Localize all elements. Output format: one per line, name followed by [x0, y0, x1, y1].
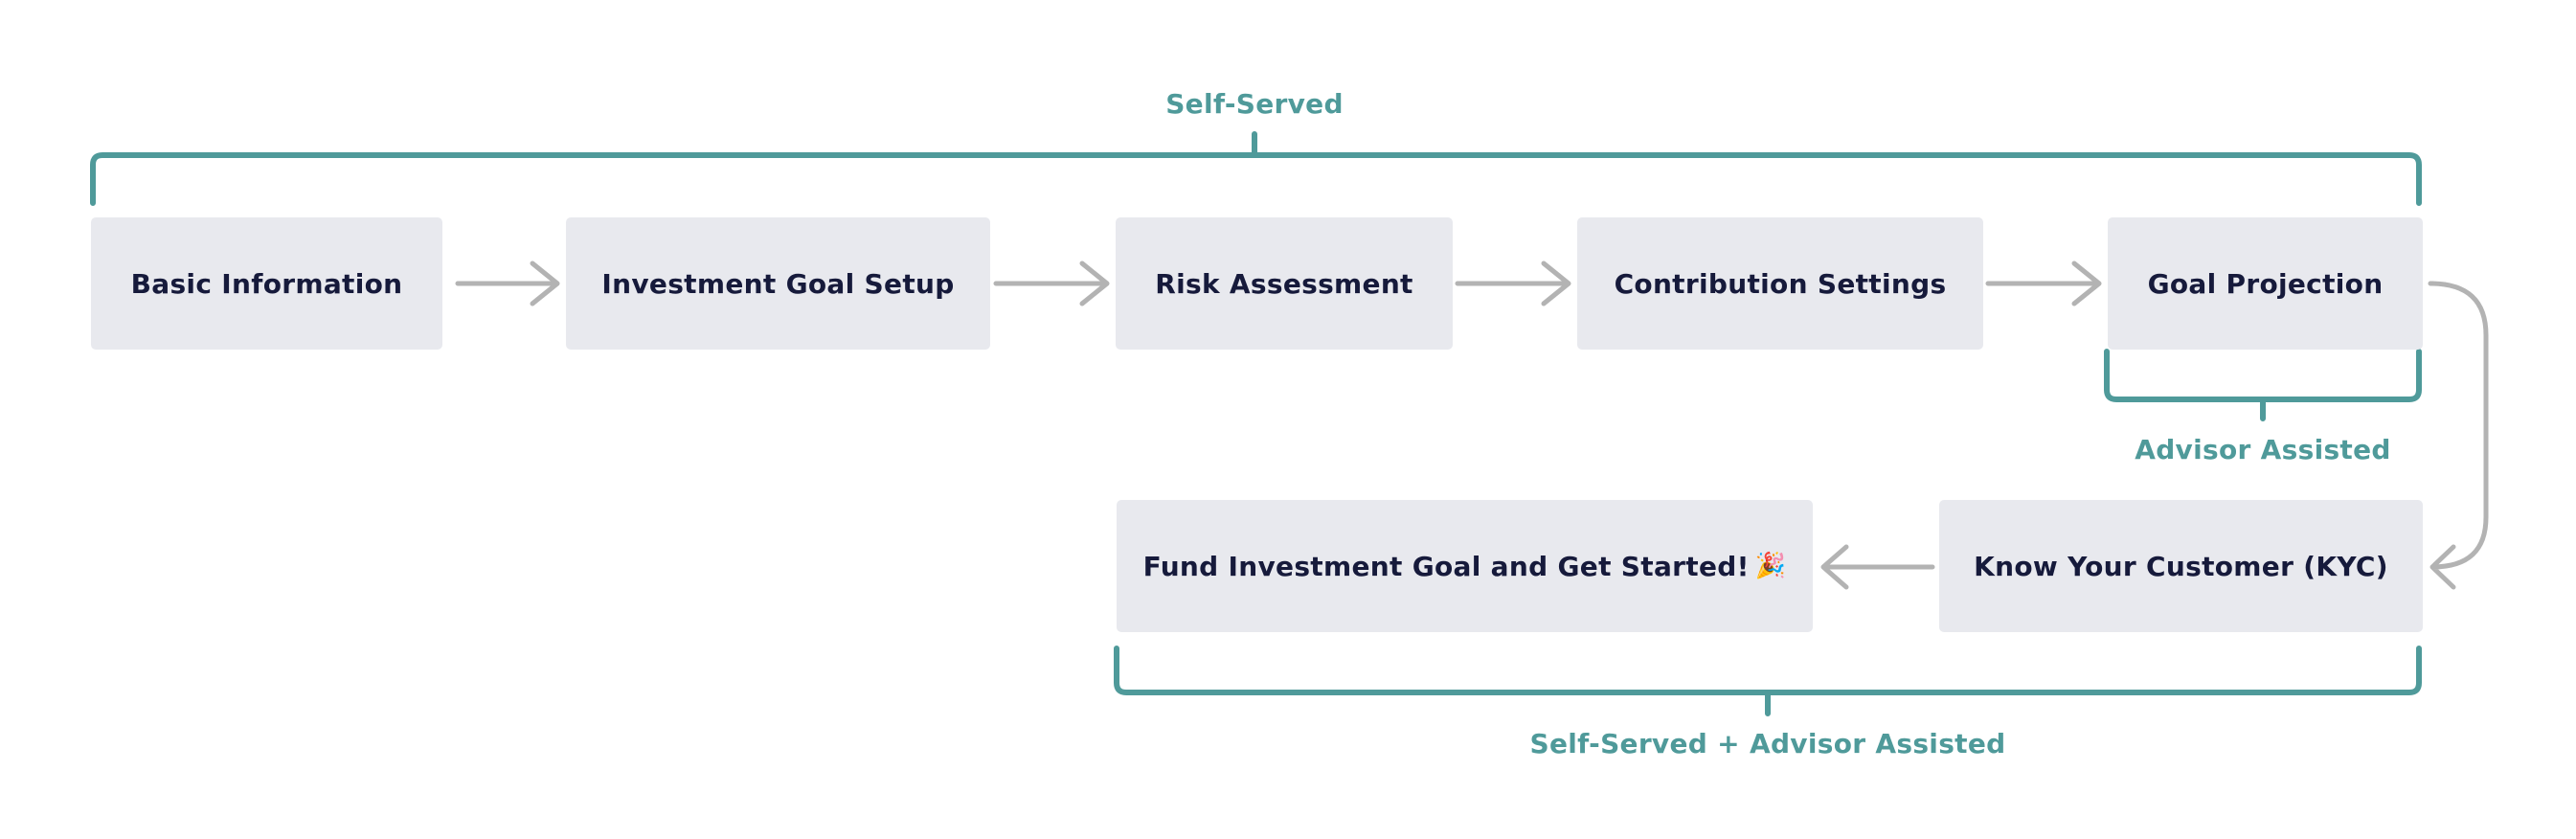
step-label: Know Your Customer (KYC)	[1974, 550, 2388, 582]
arrow-goal-setup-to-risk	[993, 261, 1110, 306]
self-served-bracket	[90, 131, 2422, 206]
step-fund-and-start: Fund Investment Goal and Get Started! 🎉	[1117, 500, 1813, 632]
step-know-your-customer: Know Your Customer (KYC)	[1939, 500, 2423, 632]
step-label: Contribution Settings	[1614, 267, 1947, 300]
self-served-advisor-assisted-label: Self-Served + Advisor Assisted	[1529, 728, 2006, 760]
step-label: Investment Goal Setup	[601, 267, 955, 300]
step-basic-information: Basic Information	[91, 217, 442, 350]
step-label: Basic Information	[130, 267, 403, 300]
arrow-contribution-to-projection	[1985, 261, 2102, 306]
step-risk-assessment: Risk Assessment	[1116, 217, 1453, 350]
arrow-basic-to-goal-setup	[455, 261, 560, 306]
step-contribution-settings: Contribution Settings	[1577, 217, 1983, 350]
step-label: Fund Investment Goal and Get Started!	[1142, 550, 1750, 582]
self-served-label: Self-Served	[1165, 88, 1344, 120]
arrow-kyc-to-fund	[1820, 544, 1935, 590]
arrow-projection-to-kyc	[2428, 281, 2489, 590]
step-label: Goal Projection	[2147, 267, 2384, 300]
step-goal-projection: Goal Projection	[2108, 217, 2423, 350]
party-popper-icon: 🎉	[1754, 552, 1787, 580]
step-label: Risk Assessment	[1155, 267, 1413, 300]
advisor-assisted-bracket	[2104, 349, 2422, 421]
arrow-risk-to-contribution	[1455, 261, 1571, 306]
step-investment-goal-setup: Investment Goal Setup	[566, 217, 990, 350]
advisor-assisted-label: Advisor Assisted	[2135, 434, 2391, 465]
self-served-advisor-assisted-bracket	[1114, 646, 2422, 716]
